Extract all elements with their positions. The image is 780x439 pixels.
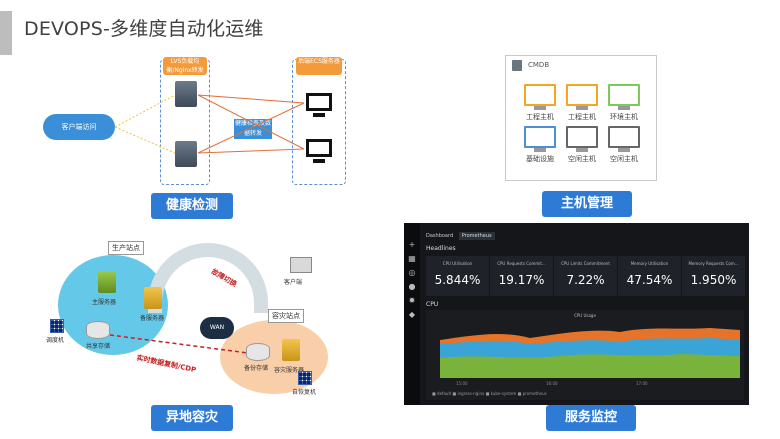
dr-storage-icon: [246, 343, 270, 361]
plus-icon[interactable]: +: [408, 240, 416, 249]
bell-icon[interactable]: ●: [408, 282, 416, 291]
grid-icon[interactable]: ▦: [408, 254, 416, 263]
x-tick: 16:00: [546, 381, 558, 386]
shared-storage-label: 共享存储: [86, 343, 111, 350]
title-accent-bar: [0, 11, 12, 55]
cmdb-title: CMDB: [528, 61, 550, 69]
lb-server-2: [175, 141, 197, 167]
monitoring-dashboard: + ▦ ◎ ● ✹ ◆ Dashboard Prometheus Headlin…: [404, 223, 749, 405]
disaster-recovery-diagram: 生产站点 容灾站点 故障切换 实时数据复制/CDP 主服务器 备服务器 共享存储…: [28, 235, 350, 400]
stat-panel: CPU Requests Commit... 19.17%: [490, 256, 553, 296]
lb-header: LVS负载均衡/Nginx转发: [163, 57, 207, 75]
dr-site-tag: 容灾站点: [268, 309, 304, 323]
x-tick: 15:00: [456, 381, 468, 386]
section-headlines[interactable]: Headlines: [426, 245, 456, 252]
section-cpu[interactable]: CPU: [426, 301, 439, 308]
chart-legend: ■ default ■ ingress-nginx ■ kube-system …: [432, 391, 547, 396]
client-label: 客户端: [284, 279, 303, 286]
lb-server-1: [175, 81, 197, 107]
host-item: 工程主机: [520, 84, 560, 122]
dashboard-topbar: Dashboard Prometheus: [426, 232, 495, 240]
dr-monitor-label: 自恢复机: [292, 389, 317, 396]
prod-primary-server: [98, 271, 116, 293]
dr-server-label: 容灾服务器: [274, 367, 305, 374]
cmdb-icon: [512, 60, 522, 71]
dashboard-tab[interactable]: Dashboard: [426, 233, 454, 239]
shield-icon[interactable]: ◆: [408, 310, 416, 319]
dr-storage-label: 备份存储: [244, 365, 269, 372]
ecs-monitor-1: [306, 93, 332, 117]
dr-server: [282, 339, 300, 361]
host-item: 基础设施: [520, 126, 560, 164]
host-management-button[interactable]: 主机管理: [542, 191, 632, 217]
compass-icon[interactable]: ◎: [408, 268, 416, 277]
prod-backup-label: 备服务器: [140, 315, 165, 322]
prod-backup-server: [144, 287, 162, 309]
service-monitor-button[interactable]: 服务监控: [546, 405, 636, 431]
x-tick: 17:00: [636, 381, 648, 386]
disaster-recovery-button[interactable]: 异地容灾: [151, 405, 233, 431]
dashboard-sidebar: + ▦ ◎ ● ✹ ◆: [404, 223, 420, 405]
client-cloud: 客户端访问: [43, 114, 115, 140]
prod-site-tag: 生产站点: [108, 241, 144, 255]
gear-icon[interactable]: ✹: [408, 296, 416, 305]
cpu-usage-chart: CPU Usage 15:00 16:00 17:00 ■ default ■ …: [426, 310, 744, 400]
cpu-area-plot: [440, 328, 740, 378]
page-title: DEVOPS-多维度自动化运维: [24, 18, 264, 40]
ecs-monitor-2: [306, 139, 332, 163]
prod-monitor-icon: [50, 319, 64, 333]
host-item: 环境主机: [604, 84, 644, 122]
health-check-links: [114, 94, 305, 154]
stat-panel: CPU Limits Commitment 7.22%: [554, 256, 617, 296]
dr-monitor-icon: [298, 371, 312, 385]
client-pc-icon: [290, 257, 312, 273]
host-item: 空闲主机: [604, 126, 644, 164]
stat-panel: Memory Requests Com... 1.950%: [682, 256, 745, 296]
chart-title: CPU Usage: [574, 313, 596, 318]
datasource-dropdown[interactable]: Prometheus: [458, 232, 495, 240]
stat-panel: CPU Utilisation 5.844%: [426, 256, 489, 296]
host-item: 工程主机: [562, 84, 602, 122]
prod-primary-label: 主服务器: [92, 299, 117, 306]
host-item: 空闲主机: [562, 126, 602, 164]
wan-cloud: WAN: [200, 317, 234, 339]
prod-monitor-label: 调度机: [46, 337, 65, 344]
stat-panel: Memory Utilisation 47.54%: [618, 256, 681, 296]
health-check-diagram: 客户端访问 LVS负载均衡/Nginx转发 后端ECS服务器 健康检查及数据转发: [30, 55, 350, 190]
shared-storage-icon: [86, 321, 110, 339]
replication-link: [109, 334, 249, 354]
ecs-header: 后端ECS服务器: [296, 57, 342, 75]
health-check-button[interactable]: 健康检测: [151, 193, 233, 219]
cmdb-panel: CMDB 工程主机 工程主机 环境主机 基础设施 空闲主机 空闲主机: [505, 55, 657, 181]
